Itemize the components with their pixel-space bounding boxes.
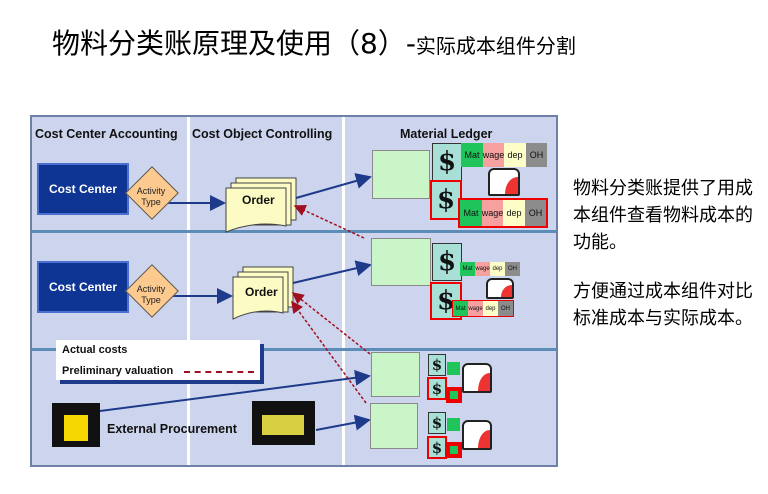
order-label: Order xyxy=(242,193,275,207)
dollar-icon: $ xyxy=(428,354,446,376)
component-oh: OH xyxy=(525,200,546,226)
actual-arrow xyxy=(295,173,372,199)
component-wage: wage xyxy=(468,301,483,316)
column-header: Material Ledger xyxy=(400,127,493,141)
mat-component-square xyxy=(446,442,462,458)
component-oh: OH xyxy=(505,262,520,276)
external-procurement-label: External Procurement xyxy=(107,422,237,436)
slide-title: 物料分类账原理及使用（8）-实际成本组件分割 xyxy=(52,22,576,62)
activity-type-label: Activity Type xyxy=(136,284,166,305)
cost-center-box: Cost Center xyxy=(37,163,129,215)
component-dep: dep xyxy=(483,301,498,316)
legend-actual-costs: Actual costs xyxy=(62,344,128,356)
component-dep: dep xyxy=(490,262,505,276)
material-image-chocolate xyxy=(372,150,430,199)
component-oh: OH xyxy=(526,143,547,167)
dollar-icon: $ xyxy=(432,143,462,181)
component-mat: Mat xyxy=(453,301,468,316)
note-paragraph: 物料分类账提供了用成本组件查看物料成本的功能。 xyxy=(573,178,753,253)
order-label: Order xyxy=(245,285,278,299)
component-mat: Mat xyxy=(461,143,483,167)
preliminary-arrow xyxy=(293,204,365,239)
component-dep: dep xyxy=(504,143,526,167)
actual-arrow xyxy=(315,414,371,431)
component-mat: Mat xyxy=(460,262,475,276)
row-divider xyxy=(32,230,556,233)
column-header: Cost Object Controlling xyxy=(192,127,333,141)
actual-arrow xyxy=(99,369,371,412)
activity-type-label: Activity Type xyxy=(136,186,166,207)
dollar-icon: $ xyxy=(432,243,462,281)
legend-preliminary-valuation: Preliminary valuation xyxy=(62,365,174,377)
row-divider xyxy=(32,348,556,351)
gauge-icon xyxy=(488,168,520,196)
column-cost-object-controlling xyxy=(190,117,345,465)
title-main: 物料分类账原理及使用（8）- xyxy=(52,27,416,60)
preliminary-arrow xyxy=(291,292,371,355)
procurement-gift-icon xyxy=(52,403,100,447)
gauge-icon xyxy=(462,420,492,450)
material-image-bowl xyxy=(371,238,431,286)
column-header: Cost Center Accounting xyxy=(35,127,178,141)
notes: 物料分类账提供了用成本组件查看物料成本的功能。 方便通过成本组件对比标准成本与实… xyxy=(573,175,753,332)
preliminary-arrow xyxy=(291,300,367,404)
dollar-icon: $ xyxy=(427,377,447,400)
title-sub: 实际成本组件分割 xyxy=(415,34,576,58)
material-image-bottle xyxy=(370,403,418,449)
dollar-icon: $ xyxy=(430,282,462,320)
mat-component-square xyxy=(447,362,460,375)
component-wage: wage xyxy=(482,200,503,226)
dollar-icon: $ xyxy=(427,436,447,459)
actual-arrow xyxy=(292,260,372,284)
dollar-icon: $ xyxy=(428,412,446,434)
cost-center-box: Cost Center xyxy=(37,261,129,313)
order-stack xyxy=(225,177,297,320)
gauge-icon xyxy=(486,278,514,299)
legend-preliminary-line xyxy=(184,371,254,373)
component-oh: OH xyxy=(498,301,513,316)
gauge-icon xyxy=(462,363,492,393)
component-dep: dep xyxy=(503,200,525,226)
column-cost-center-accounting xyxy=(32,117,190,465)
material-image-banana xyxy=(371,352,420,397)
component-wage: wage xyxy=(483,143,504,167)
mat-component-square xyxy=(446,387,462,403)
component-mat: Mat xyxy=(460,200,482,226)
note-paragraph: 方便通过成本组件对比标准成本与实际成本。 xyxy=(573,281,753,329)
truck-icon xyxy=(252,401,315,445)
mat-component-square xyxy=(447,418,460,431)
component-wage: wage xyxy=(475,262,490,276)
legend: Actual costs Preliminary valuation xyxy=(56,340,260,380)
